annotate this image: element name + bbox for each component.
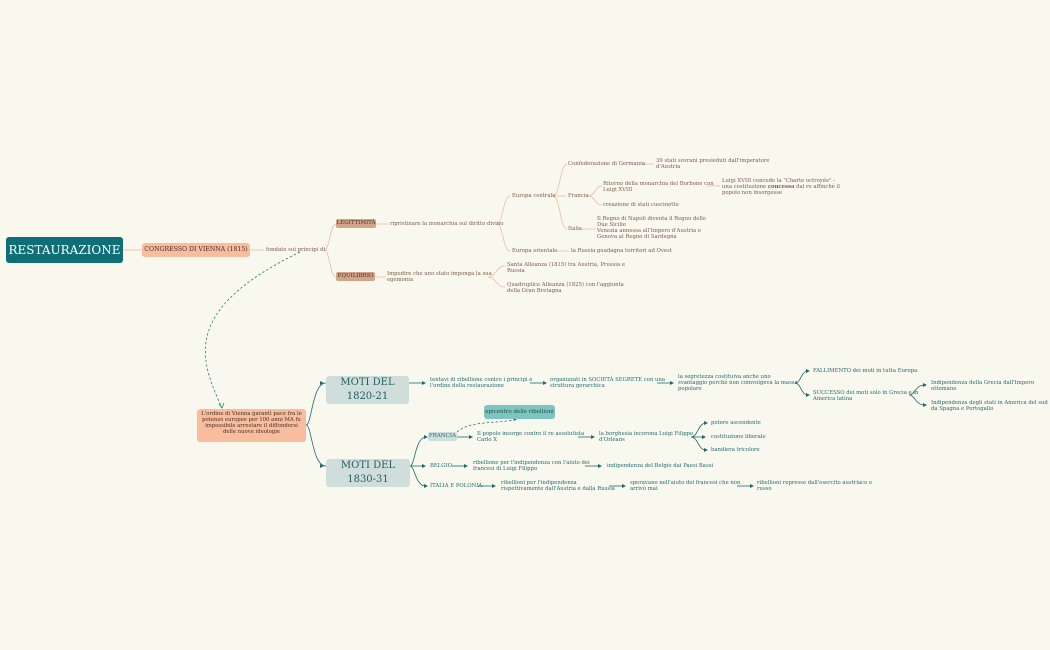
moti-1820-node: MOTI DEL 1820-21 bbox=[326, 376, 409, 404]
ribellioni-represse: ribellioni represse dall'esercito austri… bbox=[757, 480, 873, 492]
line-desc-europa bbox=[496, 195, 511, 252]
italia-polonia-label: ITALIA E POLONIA bbox=[430, 483, 483, 489]
bandiera-tricolore: bandiera tricolore bbox=[711, 447, 760, 453]
confederazione: Confederazione di Germania bbox=[568, 161, 645, 167]
popolo-insorge: Il popolo insorge contro il re assolutis… bbox=[477, 431, 585, 443]
line-europa-countries bbox=[552, 163, 568, 230]
costituzione-liberale: costituzione liberale bbox=[711, 434, 766, 440]
moti-1830-node: MOTI DEL 1830-31 bbox=[326, 459, 410, 487]
epicentro-node: epicentro delle ribellioni bbox=[484, 405, 555, 419]
italia-label: Italia bbox=[568, 226, 582, 232]
line-moti2-countries bbox=[409, 436, 427, 487]
line-francia-sub bbox=[587, 185, 603, 206]
dashed-connector-epicentro bbox=[456, 418, 518, 433]
line-ordine-moti bbox=[305, 382, 327, 467]
italia-desc: Il Regno di Napoli diventa il Regno dell… bbox=[597, 216, 706, 240]
luigi-charte: Luigi XVIII concede la "Charte octroyée"… bbox=[722, 178, 840, 196]
russia-territori: la Russia guadagna territori ad Ovest bbox=[571, 248, 672, 254]
line-fondato-branches bbox=[323, 223, 337, 278]
potere-ascendente: potere ascendente bbox=[711, 420, 761, 426]
belgio-desc: ribellione per l'indipendenza con l'aiut… bbox=[473, 460, 590, 472]
speravano-francesi: speravano nell'aiuto dei francesi che no… bbox=[630, 480, 741, 492]
legittimita-tag: LEGITTIMITÀ bbox=[336, 219, 376, 228]
legittimita-desc: ripristinare la monarchia sul diritto di… bbox=[390, 221, 504, 227]
dashed-connector-ordine bbox=[205, 251, 301, 409]
santa-alleanza: Santa Alleanza (1815) tra Austria, Pruss… bbox=[507, 262, 625, 274]
francia-label: Francia bbox=[568, 193, 589, 199]
europa-orientale: Europa orientale bbox=[512, 248, 558, 254]
europa-centrale: Europa centrale bbox=[512, 193, 556, 199]
belgio-label: BELGIO bbox=[430, 463, 452, 469]
fondato-label: fondato sui principi di bbox=[266, 247, 326, 253]
creazione-cuscinetto: creazione di stati cuscinetto bbox=[603, 202, 679, 208]
quadruplice-alleanza: Quadruplice Alleanza (1825) con l'aggiun… bbox=[507, 282, 624, 294]
line-equil-sub bbox=[487, 265, 506, 288]
congresso-node: CONGRESSO DI VIENNA (1815) bbox=[142, 243, 250, 257]
line-succ-branch bbox=[908, 384, 926, 406]
confederazione-desc: 39 stati sovrani presieduti dall'imperat… bbox=[656, 158, 770, 170]
francia-tag: FRANCIA bbox=[428, 432, 457, 441]
root-node: RESTAURAZIONE bbox=[6, 237, 123, 263]
moti1820-fallimento: FALLIMENTO dei moti in tutta Europa bbox=[813, 368, 918, 374]
indipendenza-america: Indipendenza degli stati in America del … bbox=[931, 400, 1048, 412]
belgio-indipendenza: indipendenza del Belgio dai Paesi Bassi bbox=[607, 463, 714, 469]
equilibrio-tag: EQUILIBRIO bbox=[336, 272, 375, 281]
moti1820-tentativi: tentavi di ribellione contro i principi … bbox=[430, 377, 533, 389]
